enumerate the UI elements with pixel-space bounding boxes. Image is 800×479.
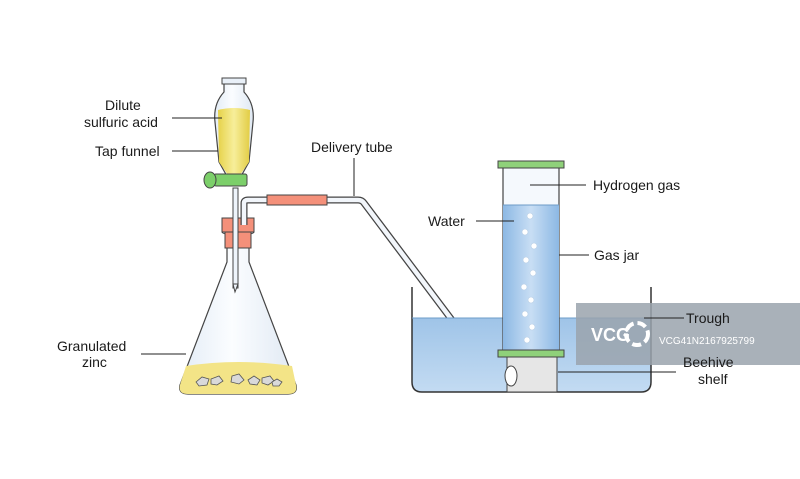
tap-funnel xyxy=(203,77,254,189)
label-gas-jar: Gas jar xyxy=(594,247,639,263)
label-trough: Trough xyxy=(686,310,730,326)
rubber-connector xyxy=(266,194,328,206)
label-zinc-line1: Granulated xyxy=(57,338,126,354)
zinc-granules xyxy=(195,373,283,387)
stopcock xyxy=(213,173,248,187)
label-delivery-tube: Delivery tube xyxy=(311,139,393,155)
label-acid-line2: sulfuric acid xyxy=(84,114,158,130)
label-water: Water xyxy=(428,213,465,229)
label-zinc-line2: zinc xyxy=(82,354,107,370)
beehive-shelf xyxy=(504,355,558,393)
diagram-labels: Dilute sulfuric acid Tap funnel Delivery… xyxy=(57,97,734,387)
label-acid-line1: Dilute xyxy=(105,97,141,113)
stopcock-handle xyxy=(203,171,217,189)
label-tap-funnel: Tap funnel xyxy=(95,143,160,159)
jar-cap xyxy=(497,160,565,169)
jar-rim xyxy=(497,349,565,358)
watermark-logo: VCG xyxy=(591,325,630,345)
funnel-stem xyxy=(232,187,239,289)
dilute-acid-liquid xyxy=(218,108,250,175)
watermark-id: VCG41N2167925799 xyxy=(659,336,755,347)
watermark-logo-mark xyxy=(624,321,650,347)
label-hydrogen-gas: Hydrogen gas xyxy=(593,177,680,193)
leader-lines xyxy=(141,117,676,373)
vcg-watermark: VCG VCG41N2167925799 xyxy=(576,303,800,365)
gas-jar xyxy=(497,160,565,358)
label-shelf-line1: Beehive xyxy=(683,354,734,370)
hydrogen-bubbles xyxy=(520,212,538,344)
label-shelf-line2: shelf xyxy=(698,371,728,387)
